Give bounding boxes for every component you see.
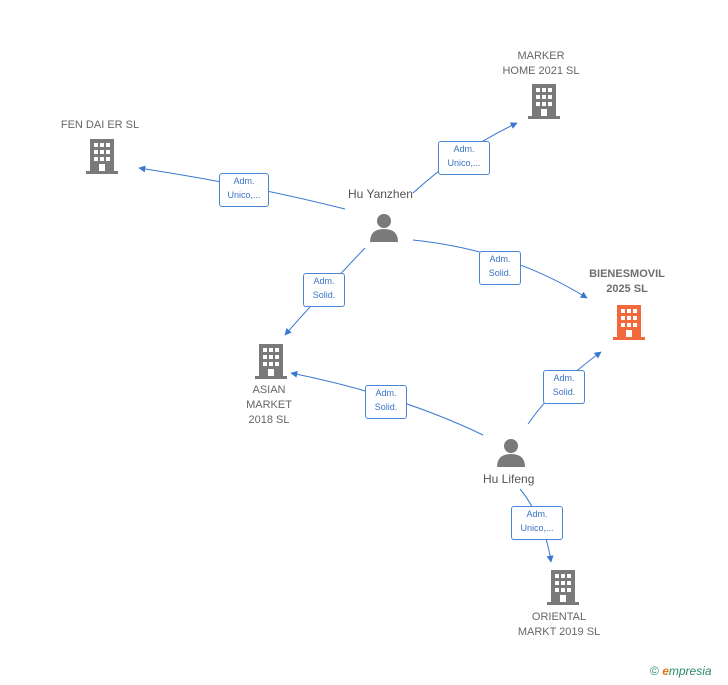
building-icon-bienesmovil [613, 305, 645, 340]
edge-role: Adm. [233, 176, 255, 186]
edge-type: Solid. [552, 387, 576, 397]
person-label-hu-yanzhen[interactable]: Hu Yanzhen [348, 187, 413, 201]
edge-role: Adm. [489, 254, 511, 264]
brand-logo-text: mpresia [668, 664, 712, 678]
edge-label-yanzhen-asian: Adm. Solid. [303, 273, 345, 307]
edge-role: Adm. [375, 388, 397, 398]
person-icon-hu-lifeng [497, 439, 525, 467]
company-label-bienesmovil[interactable]: BIENESMOVIL 2025 SL [589, 268, 665, 295]
edge-label-lifeng-asian: Adm. Solid. [365, 385, 407, 419]
edge-role: Adm. [313, 276, 335, 286]
edge-type: Unico,... [520, 523, 554, 533]
company-label-marker-home[interactable]: MARKER HOME 2021 SL [502, 50, 580, 77]
edge-type: Solid. [312, 290, 336, 300]
edge-type: Solid. [374, 402, 398, 412]
edge-type: Unico,... [227, 190, 261, 200]
copyright-notice: © empresia [650, 664, 712, 678]
person-icon-hu-yanzhen [370, 214, 398, 242]
edge-type: Unico,... [447, 158, 481, 168]
person-label-hu-lifeng[interactable]: Hu Lifeng [483, 472, 535, 486]
company-label-fen-dai-er[interactable]: FEN DAI ER SL [60, 119, 140, 131]
edge-role: Adm. [526, 509, 548, 519]
edge-label-lifeng-bienesmovil: Adm. Solid. [543, 370, 585, 404]
edge-label-yanzhen-bienesmovil: Adm. Solid. [479, 251, 521, 285]
building-icon-marker-home [528, 84, 560, 119]
building-icon-oriental-markt [547, 570, 579, 605]
building-icon-fen-dai-er [86, 139, 118, 174]
building-icon-asian-market [255, 344, 287, 379]
edge-label-yanzhen-marker: Adm. Unico,... [438, 141, 490, 175]
edge-label-yanzhen-fendaier: Adm. Unico,... [219, 173, 269, 207]
brand-logo-e: e [662, 664, 669, 678]
edge-type: Solid. [488, 268, 512, 278]
edge-role: Adm. [553, 373, 575, 383]
edge-label-lifeng-oriental: Adm. Unico,... [511, 506, 563, 540]
copyright-icon: © [650, 664, 659, 678]
company-label-asian-market[interactable]: ASIAN MARKET 2018 SL [246, 384, 292, 426]
company-label-oriental-markt[interactable]: ORIENTAL MARKT 2019 SL [517, 611, 601, 638]
edge-role: Adm. [453, 144, 475, 154]
